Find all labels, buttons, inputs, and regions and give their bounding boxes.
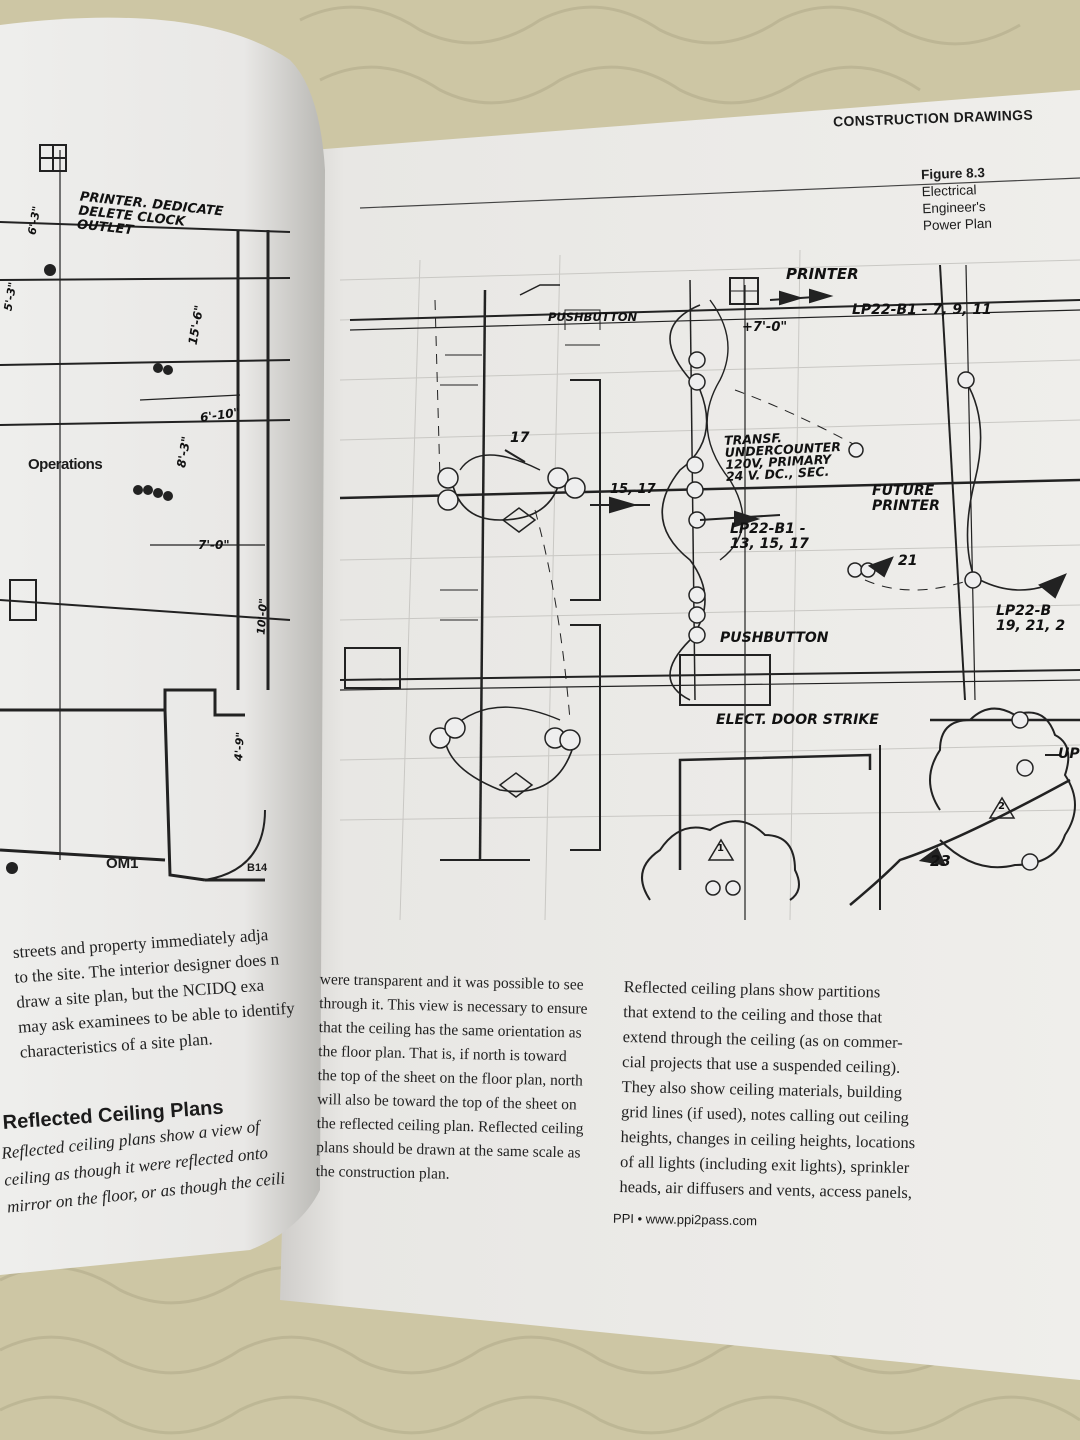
room-label-om1: OM1 (106, 855, 139, 872)
label-pushbutton-bottom: PUSHBUTTON (720, 630, 829, 646)
label-up: UP (1058, 746, 1080, 762)
label-transformer: TRANSF. UNDERCOUNTER 120V, PRIMARY 24 V.… (724, 429, 843, 484)
electrical-plan-drawing (339, 249, 1080, 921)
figure-caption-line: Power Plan (922, 215, 993, 234)
label-num-21: 21 (898, 553, 918, 569)
label-triangle-2: 2 (998, 801, 1005, 812)
left-body-text: streets and property immediately adja to… (12, 921, 297, 1065)
middle-body-text: were transparent and it was possible to … (315, 968, 588, 1190)
label-circuit-3: LP22-B 19, 21, 2 (996, 604, 1065, 634)
label-height: +7'-0" (742, 320, 788, 335)
label-circuit-3-line: LP22-B (996, 603, 1052, 619)
dim-label: 7'-0" (198, 538, 230, 552)
room-label-b14: B14 (247, 862, 268, 874)
left-floor-plan (0, 144, 291, 882)
figure-caption: Figure 8.3 Electrical Engineer's Power P… (921, 164, 992, 234)
dim-label: 4'-9" (231, 731, 247, 762)
left-page (0, 17, 325, 1275)
label-circuit-3-line: 19, 21, 2 (996, 618, 1066, 634)
label-printer: PRINTER (786, 265, 859, 283)
label-num-15-17: 15, 17 (610, 482, 656, 497)
figure-label: Figure 8.3 (920, 164, 986, 183)
label-door-strike: ELECT. DOOR STRIKE (716, 712, 879, 728)
dim-label: 10'-0" (254, 597, 271, 636)
label-circuit-2-line: LP22-B1 - (730, 521, 806, 537)
label-circuit-2: LP22-B1 - 13, 15, 17 (730, 522, 809, 552)
label-future-line: PRINTER (872, 498, 940, 514)
page-footer: PPI • www.ppi2pass.com (612, 1210, 758, 1229)
label-future-line: FUTURE (872, 483, 935, 499)
label-pushbutton-top: PUSHBUTTON (548, 310, 638, 324)
right-body-text: Reflected ceiling plans show partitions … (619, 974, 918, 1205)
label-circuit-2-line: 13, 15, 17 (730, 536, 809, 552)
room-label-operations: Operations (28, 456, 103, 473)
label-num-17: 17 (510, 430, 530, 446)
label-future-printer: FUTURE PRINTER (872, 484, 940, 514)
label-triangle-1: 1 (717, 843, 724, 854)
label-circuit-1: LP22-B1 - 7, 9, 11 (852, 302, 992, 318)
label-num-23: 23 (930, 852, 951, 870)
